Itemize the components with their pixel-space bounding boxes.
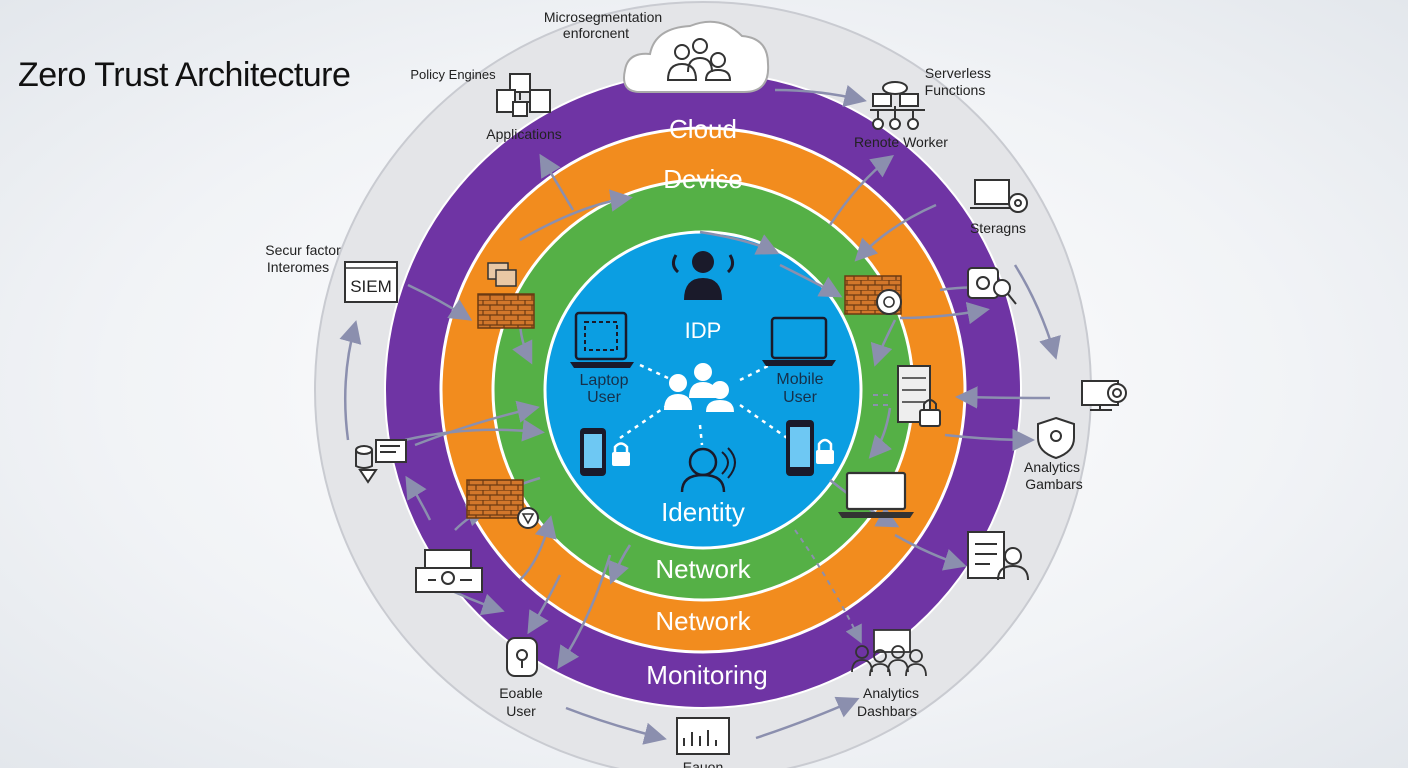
- label-bottom-cut: Eauon: [683, 759, 723, 768]
- label-microsegmentation-2: enforcnent: [563, 25, 629, 41]
- user-group-icon: [664, 363, 734, 412]
- policy-engine-icon: [496, 73, 551, 117]
- lock-user-icon: [506, 637, 538, 677]
- label-serverless-2: Functions: [925, 82, 986, 98]
- cloud-users-icon: [623, 20, 770, 93]
- label-secur-factor-1: Secur factor: [265, 242, 341, 258]
- ring-label-device: Device: [663, 164, 742, 194]
- dashed-arrows: [794, 394, 888, 644]
- core-label-identity: Identity: [661, 497, 745, 527]
- laptop-user-line2: User: [587, 389, 621, 406]
- label-secur-factor-2: Interomes: [267, 259, 329, 275]
- label-microsegmentation-1: Microsegmentation: [544, 9, 662, 25]
- label-siem: SIEM: [350, 277, 392, 296]
- mobile-laptop-icon: [762, 316, 836, 366]
- mobile-user-line2: User: [783, 389, 817, 406]
- label-enable-user-2: User: [506, 703, 536, 719]
- ring-label-cloud: Cloud: [669, 114, 737, 144]
- ring-label-monitoring: Monitoring: [646, 660, 767, 690]
- people-analytics-icon: [851, 629, 927, 677]
- core-label-idp: IDP: [685, 318, 722, 343]
- firewall-left-top-icon: [477, 262, 535, 329]
- firewall-right-icon: [844, 275, 902, 315]
- server-lock-icon: [897, 365, 941, 427]
- label-analytics-right-1: Analytics: [1024, 459, 1080, 475]
- database-terminal-icon: [355, 439, 407, 484]
- document-user-icon: [967, 531, 1029, 581]
- storage-laptop-gear-icon: [970, 179, 1028, 213]
- camera-monitor-icon: [1081, 380, 1127, 411]
- label-serverless-1: Serverless: [925, 65, 991, 81]
- ring-label-network-inner: Network: [655, 554, 751, 584]
- label-analytics-right-2: Gambars: [1025, 476, 1083, 492]
- label-storage: Steragns: [970, 220, 1026, 236]
- firewall-left-bottom-icon: [466, 479, 539, 529]
- keyboard-device-icon: [415, 549, 483, 593]
- idp-person-icon: [671, 251, 735, 300]
- mobile-user-line1: Mobile: [776, 371, 823, 388]
- label-applications: Applications: [486, 126, 562, 142]
- laptop-green-right-icon: [838, 471, 914, 518]
- key-search-icon: [967, 267, 1017, 305]
- laptop-icon: [570, 311, 634, 368]
- phone-left-icon: [580, 428, 606, 476]
- label-remote-worker: Renote Worker: [854, 134, 948, 150]
- laptop-user-line1: Laptop: [580, 372, 629, 389]
- label-policy-engines: Policy Engines: [410, 67, 496, 82]
- ring-label-network-outer: Network: [655, 606, 751, 636]
- label-analytics-bottom-1: Analytics: [863, 685, 919, 701]
- identity-headset-icon: [680, 447, 736, 493]
- label-analytics-bottom-2: Dashbars: [857, 703, 917, 719]
- siem-box: [344, 261, 398, 303]
- core-connectors: [619, 363, 791, 446]
- label-enable-user-1: Eoable: [499, 685, 543, 701]
- shield-icon: [1037, 416, 1075, 460]
- phone-right-icon: [786, 420, 814, 476]
- serverless-functions-icon: [870, 81, 925, 130]
- dashboard-monitor-icon: [676, 717, 730, 755]
- lock-left-icon: [612, 442, 630, 466]
- lock-right-icon: [816, 438, 834, 464]
- page-title: Zero Trust Architecture: [18, 56, 351, 94]
